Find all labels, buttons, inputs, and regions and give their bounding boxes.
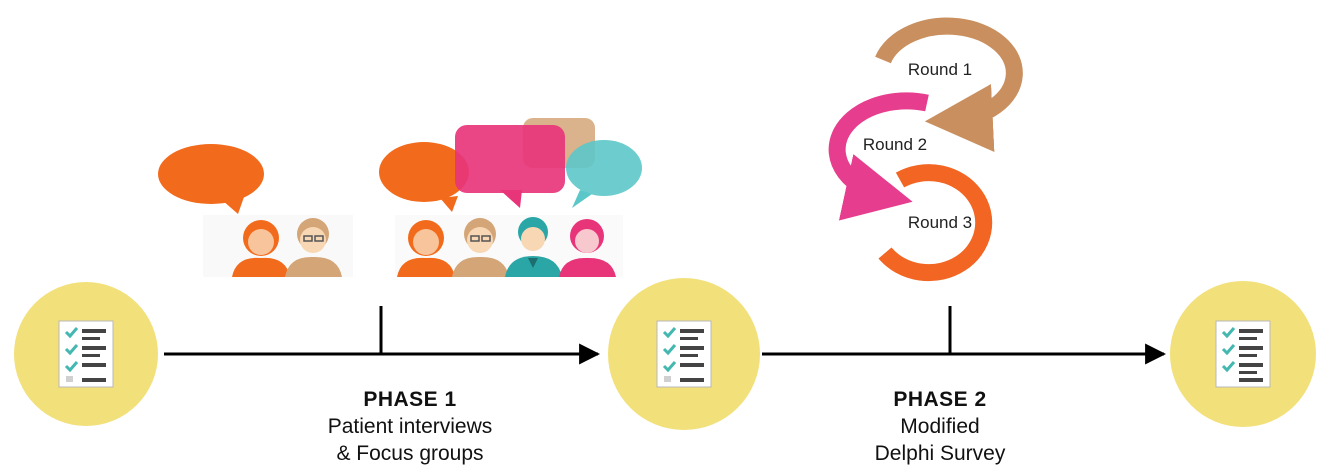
speech-bubble-icon: [158, 144, 264, 204]
speech-bubble-icon: [455, 125, 565, 193]
round-3-label: Round 3: [908, 213, 972, 232]
cycle-arrow-icon: [878, 164, 993, 282]
checklist-icon: [57, 319, 115, 389]
person-icon: [232, 220, 290, 277]
person-icon: [397, 220, 455, 277]
phase-1-title: PHASE 1: [363, 388, 457, 411]
interview-illustration: [158, 144, 353, 277]
checklist-start: [14, 282, 158, 426]
phase-2-label: PHASE 2 Modified Delphi Survey: [820, 386, 1060, 467]
speech-bubble-icon: [566, 140, 642, 196]
phase-1-line2: & Focus groups: [336, 442, 484, 465]
person-icon: [285, 218, 342, 277]
round-1-label: Round 1: [908, 60, 972, 79]
checklist-end: [1170, 281, 1316, 427]
delphi-rounds: Round 1 Round 2 Round 3: [828, 17, 1023, 282]
phase-2-title: PHASE 2: [893, 388, 987, 411]
person-icon: [505, 217, 562, 277]
cycle-arrow-icon: [828, 92, 929, 221]
cycle-arrow-icon: [875, 17, 1023, 152]
phase-1-label: PHASE 1 Patient interviews & Focus group…: [290, 386, 530, 467]
focus-group-illustration: [379, 118, 642, 277]
person-icon: [452, 218, 509, 277]
speech-bubble-icon: [379, 142, 469, 202]
person-icon: [559, 219, 616, 277]
checklist-middle: [608, 278, 760, 430]
checklist-icon: [1214, 319, 1272, 389]
checklist-icon: [655, 319, 713, 389]
phase-2-line1: Modified: [900, 415, 980, 438]
phase-1-line1: Patient interviews: [327, 415, 493, 438]
round-2-label: Round 2: [863, 135, 927, 154]
phase-2-line2: Delphi Survey: [874, 442, 1006, 465]
